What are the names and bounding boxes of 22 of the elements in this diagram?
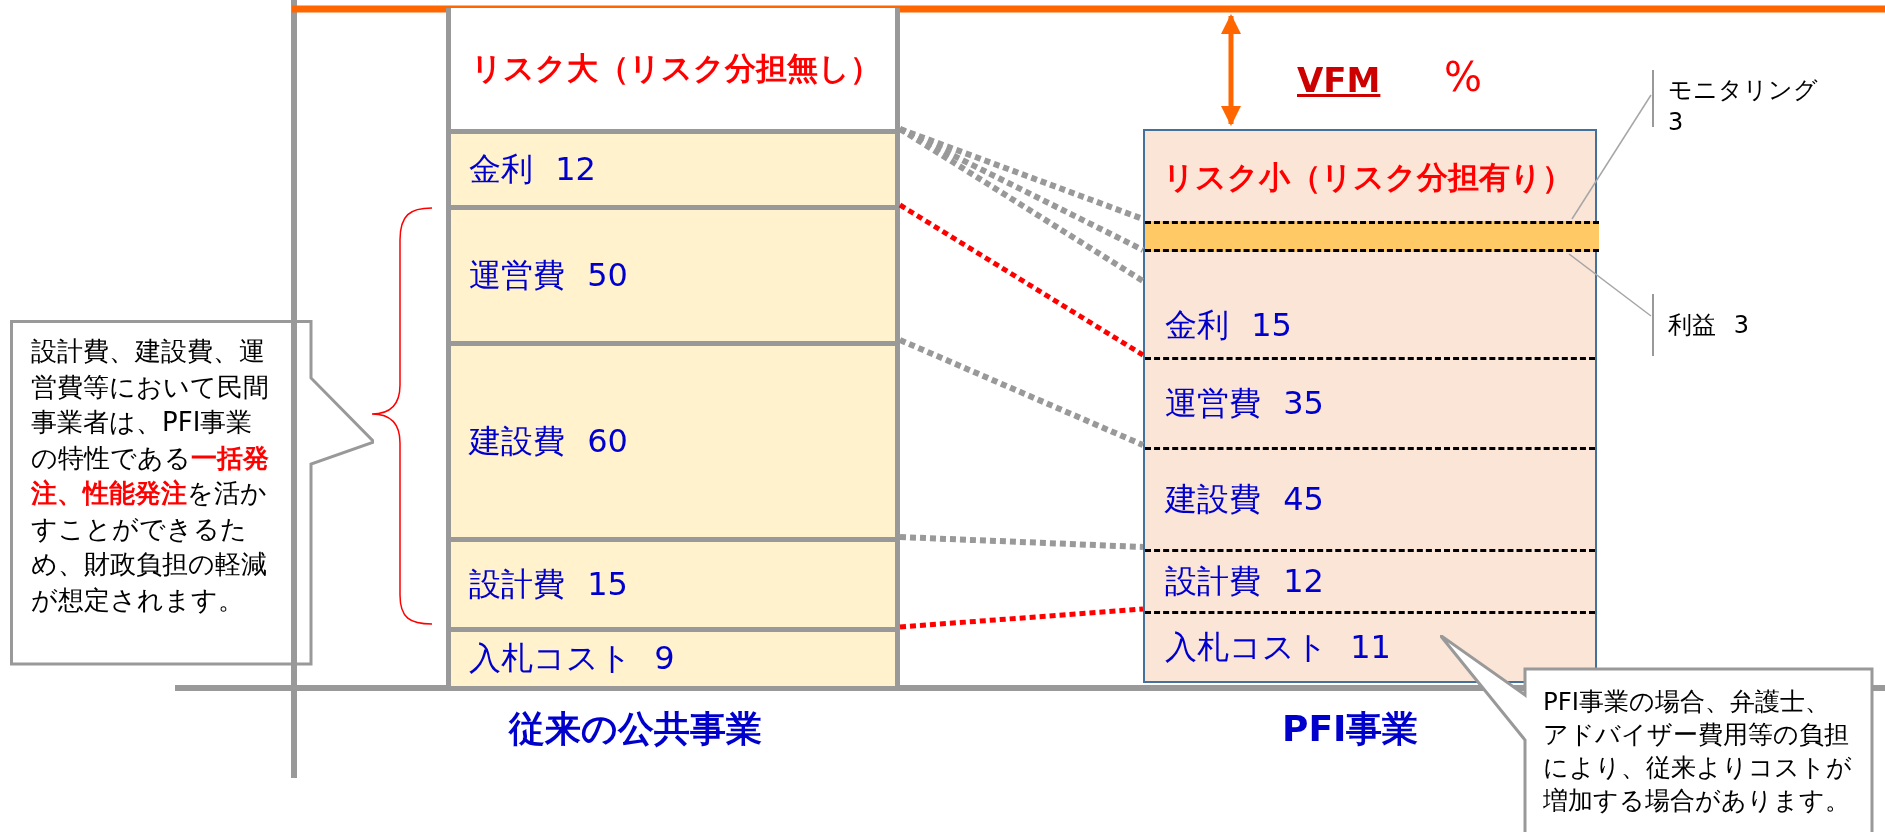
cost-row: 設計費 12 bbox=[1145, 549, 1595, 611]
comparison-line bbox=[898, 126, 1145, 253]
comparison-line bbox=[899, 606, 1144, 630]
comparison-line bbox=[898, 126, 1145, 284]
cost-row: 運営費 35 bbox=[1145, 357, 1595, 447]
callout: PFI事業の場合、弁護士、アドバイザー費用等の負担により、従来よりコストが増加する場合があります。 bbox=[1440, 635, 1874, 832]
comparison-line bbox=[898, 202, 1145, 358]
heading: リスク小（リスク分担有り） bbox=[1163, 158, 1573, 197]
vfm-label: VFM bbox=[1297, 60, 1381, 100]
leader-line bbox=[1571, 94, 1652, 220]
leader-line bbox=[1568, 253, 1652, 317]
callout: 設計費、建設費、運営費等において民間事業者は、PFI事業の特性である一括発注、性能発注を活かすことができるため、財政負担の軽減が想定されます。 bbox=[10, 320, 374, 666]
cost-row: 金利 15 bbox=[1145, 252, 1595, 357]
column-caption: PFI事業 bbox=[1282, 707, 1419, 751]
comparison-line bbox=[899, 534, 1144, 550]
cost-row: 建設費 45 bbox=[1145, 447, 1595, 549]
comparison-line bbox=[898, 337, 1145, 448]
vfm-label: % bbox=[1444, 54, 1482, 100]
annotation-label: 利益 3 bbox=[1652, 294, 1802, 356]
column-caption: 従来の公共事業 bbox=[509, 707, 762, 751]
cost-stack-box bbox=[1143, 129, 1597, 683]
band bbox=[1145, 221, 1599, 252]
